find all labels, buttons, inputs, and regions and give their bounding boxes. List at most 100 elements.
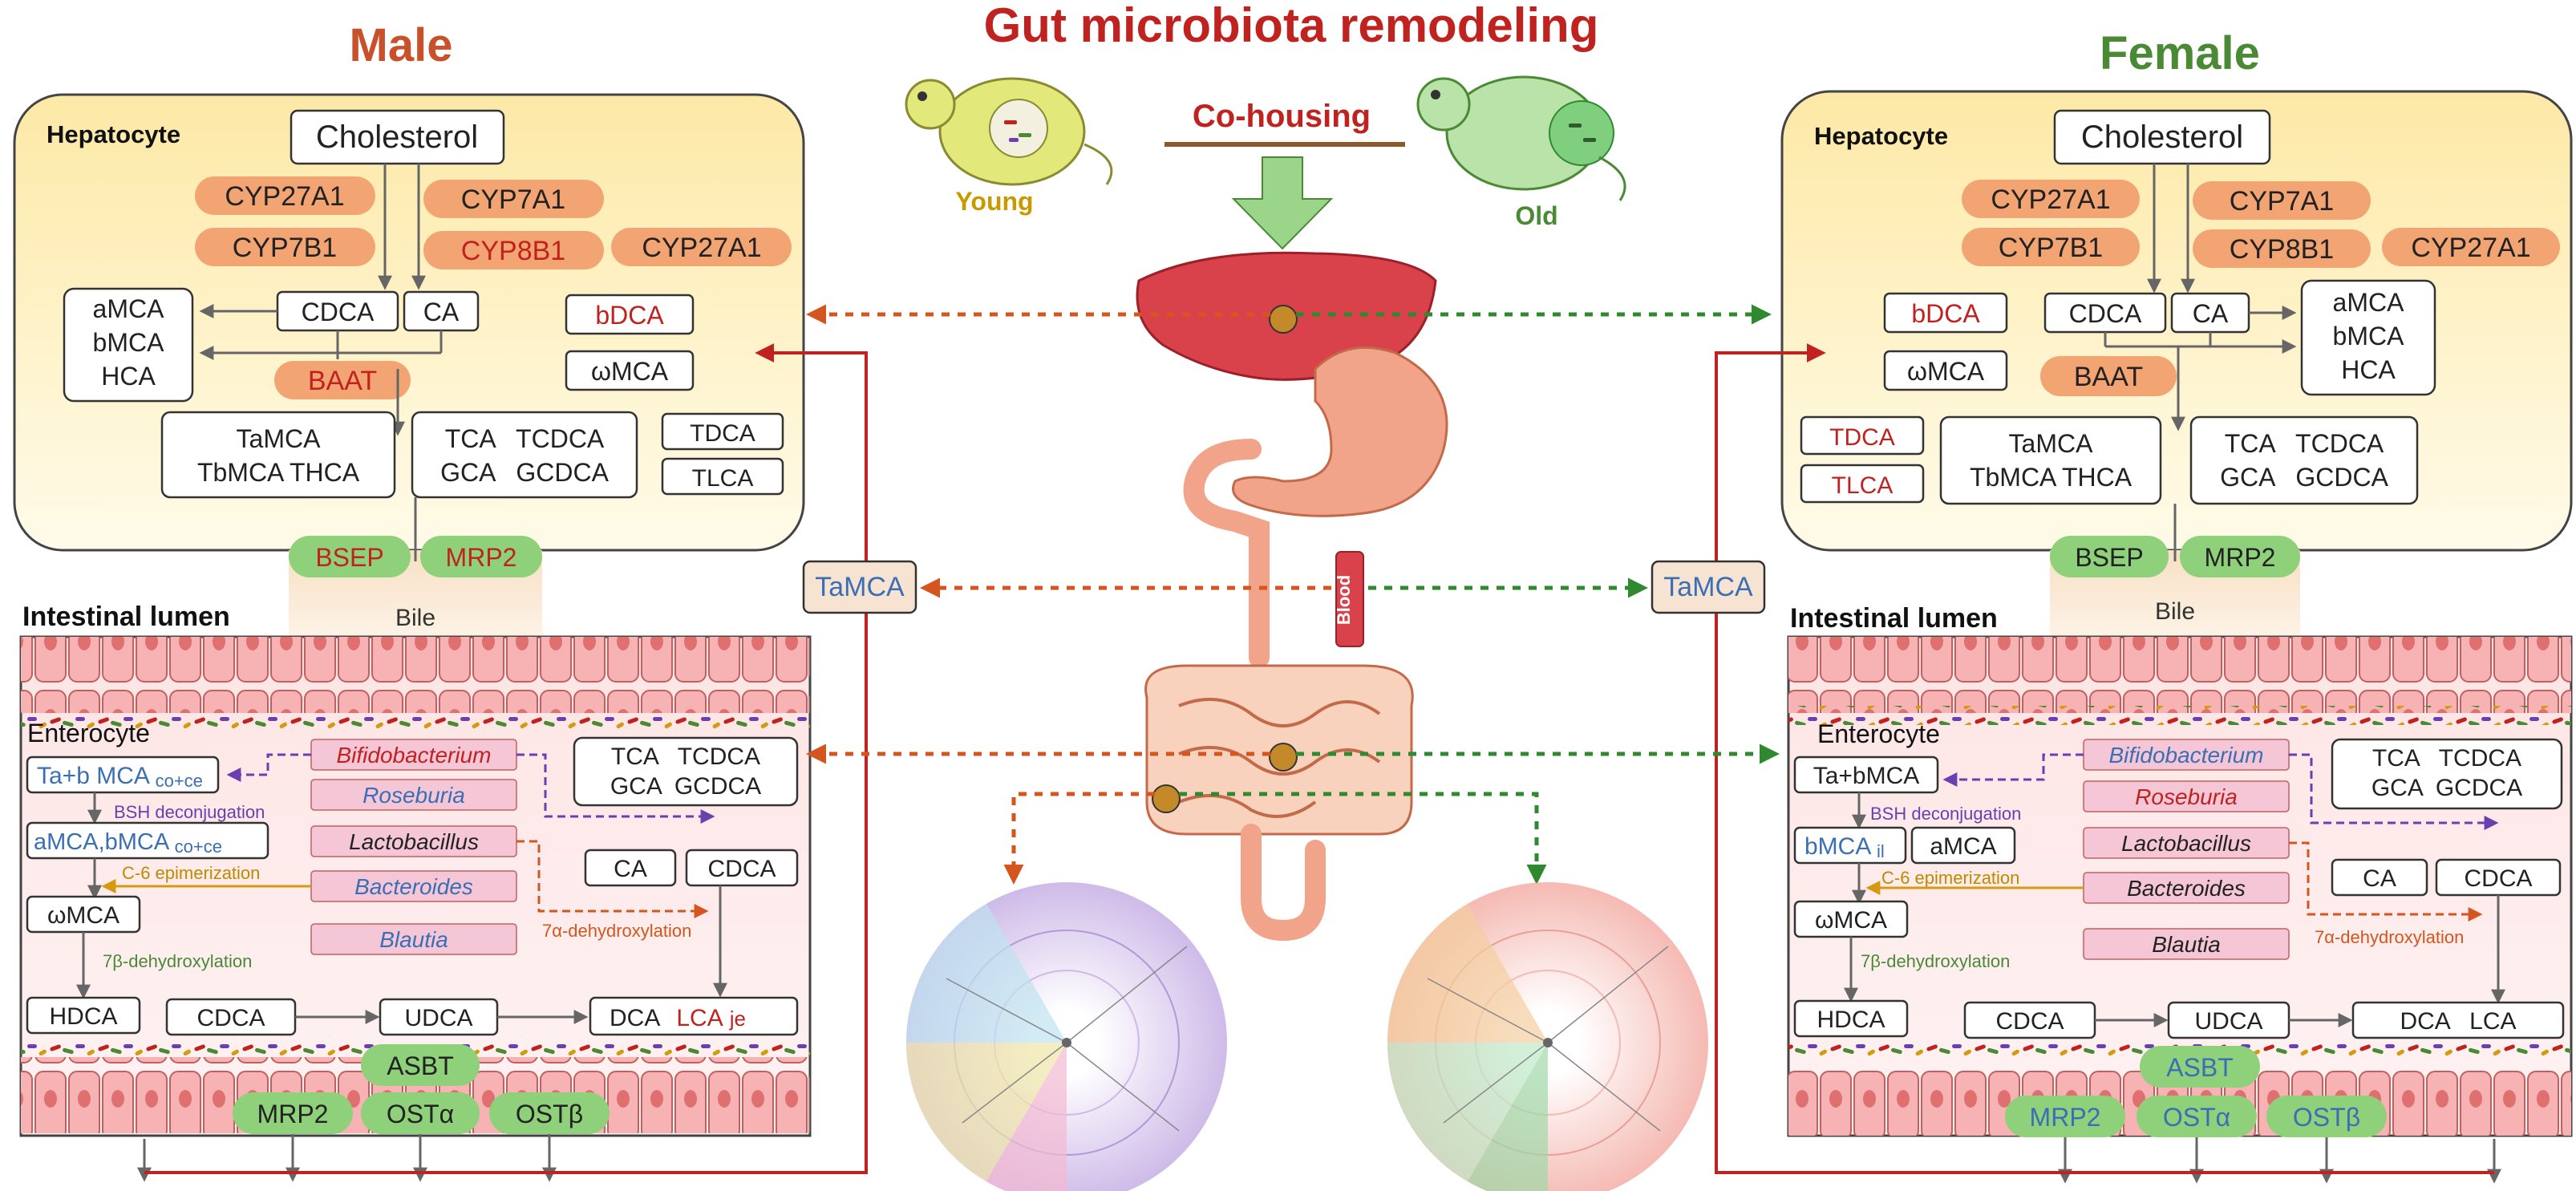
liver-dot — [1269, 305, 1298, 334]
male-bdca-box — [565, 294, 695, 335]
female-c6-label: C-6 epimerization — [1881, 868, 2019, 888]
male-microbes-top — [21, 712, 810, 731]
male-cladogram — [906, 882, 1227, 1191]
female-osta: OSTα — [2163, 1103, 2230, 1132]
male-conj-tca-box — [411, 411, 638, 499]
male-ca2-box — [584, 849, 677, 887]
male-bsep: BSEP — [315, 543, 383, 572]
female-tca-line2: GCA GCDCA — [2371, 775, 2522, 801]
female-cholesterol-box — [2053, 109, 2271, 165]
female-mca-group-box — [2300, 279, 2436, 396]
male-asbt-pill — [361, 1044, 480, 1086]
blood-tube — [1335, 551, 1364, 647]
female-title: Female — [2100, 27, 2260, 79]
male-enzyme-pill — [195, 228, 375, 266]
male-bacteria-pill — [310, 923, 517, 955]
male-dca-lca-box — [589, 996, 799, 1036]
center-panel: Young Old Co-housing Blood — [802, 75, 1780, 1191]
male-enzyme-cyp7b1: CYP7B1 — [233, 233, 337, 263]
main-title: Gut microbiota remodeling — [984, 0, 1599, 52]
female-wmca2: ωMCA — [1815, 907, 1887, 934]
male-conj-tca: TCA TCDCA — [445, 424, 605, 453]
male-amca-bmca-box — [26, 821, 269, 860]
male-enzyme-cyp27a1-b: CYP27A1 — [642, 233, 761, 263]
female-enzyme-cyp8b1: CYP8B1 — [2230, 234, 2334, 265]
female-intestinal-lumen-label: Intestinal lumen — [1790, 603, 1998, 634]
male-hdca-box — [26, 996, 141, 1035]
male-intestinal-lumen-label: Intestinal lumen — [22, 602, 230, 632]
male-cdca: CDCA — [302, 298, 375, 326]
female-amca: aMCA — [1930, 833, 1996, 860]
female-bdca-box — [1883, 292, 2008, 334]
female-enzyme-cyp7b1: CYP7B1 — [1999, 233, 2103, 263]
female-osta-pill — [2137, 1096, 2257, 1137]
female-bacteria-bacteroides: Bacteroides — [2127, 876, 2246, 901]
male-tlca: TLCA — [692, 465, 754, 492]
female-baat: BAAT — [2074, 362, 2143, 392]
female-enzyme-pill — [1962, 180, 2140, 218]
male-bacteria-lactobacillus: Lactobacillus — [349, 829, 479, 854]
male-mca-amca: aMCA — [93, 294, 165, 323]
female-bacteria-bifidobacterium: Bifidobacterium — [2109, 743, 2264, 768]
female-ostb: OSTβ — [2293, 1103, 2360, 1132]
male-cdca2-box — [685, 849, 799, 887]
male-bsh-label: BSH deconjugation — [114, 802, 265, 822]
male-panel: Hepatocyte Cholesterol CYP27A1 CYP7A1 CY… — [13, 93, 868, 1182]
female-tabmca: Ta+bMCA — [1813, 763, 1920, 789]
female-cdca2: CDCA — [2464, 865, 2532, 892]
female-enzyme-pill — [2193, 181, 2371, 220]
female-bacteria-pill — [2083, 780, 2290, 812]
female-bsep-pill — [2050, 536, 2169, 577]
female-udca: UDCA — [2194, 1008, 2262, 1035]
male-wmca-box — [565, 350, 695, 391]
female-conj-gca: GCA GCDCA — [2220, 463, 2388, 492]
female-ca: CA — [2193, 299, 2229, 328]
male-bile: Bile — [395, 605, 435, 631]
male-cdca3: CDCA — [196, 1005, 265, 1031]
male-asbt: ASBT — [387, 1051, 454, 1080]
male-wmca: ωMCA — [591, 357, 669, 386]
male-tca-line1: TCA TCDCA — [611, 743, 760, 770]
female-microbes-top — [1788, 706, 2571, 725]
female-cdca: CDCA — [2069, 299, 2142, 328]
old-mouse-icon — [1416, 75, 1626, 201]
male-cdca2: CDCA — [707, 856, 776, 882]
female-bacteria-roseburia: Roseburia — [2135, 784, 2238, 809]
male-enzyme-pill — [423, 180, 604, 218]
female-hdca-box — [1793, 999, 1909, 1038]
male-ca: CA — [423, 298, 460, 326]
female-enzyme-cyp27a1-b: CYP27A1 — [2411, 233, 2530, 263]
male-mca-hca: HCA — [101, 362, 156, 391]
male-ca2: CA — [614, 856, 647, 882]
male-mrp2: MRP2 — [446, 543, 517, 572]
female-enzyme-cyp7a1: CYP7A1 — [2230, 186, 2334, 217]
male-7a-label: 7α-dehydroxylation — [542, 921, 691, 941]
female-enterocyte-label: Enterocyte — [1817, 719, 1940, 748]
intestine-dot-upper — [1269, 743, 1298, 772]
female-tlca: TLCA — [1832, 472, 1894, 499]
female-enzyme-cyp27a1-a: CYP27A1 — [1991, 184, 2110, 215]
female-mca-amca: aMCA — [2333, 288, 2405, 317]
female-hepatocyte-label: Hepatocyte — [1814, 122, 1948, 150]
male-cholesterol-box — [290, 109, 505, 165]
female-bsep: BSEP — [2075, 543, 2143, 572]
male-bacteria-bacteroides: Bacteroides — [354, 874, 473, 899]
male-udca: UDCA — [404, 1005, 472, 1031]
female-7b-label: 7β-dehydroxylation — [1861, 951, 2010, 971]
male-tca-line2: GCA GCDCA — [610, 773, 761, 800]
male-enterocyte-label: Enterocyte — [27, 719, 150, 747]
female-asbt: ASBT — [2166, 1053, 2234, 1082]
female-bile: Bile — [2155, 598, 2195, 625]
female-mrp2-pill — [2180, 536, 2300, 577]
female-conj-mca-box — [1939, 415, 2162, 505]
male-baat-pill — [274, 361, 411, 399]
male-mca-group-box — [63, 287, 194, 403]
female-ostb-pill — [2266, 1096, 2387, 1137]
tamca-left: TaMCA — [815, 572, 905, 602]
female-bdca: bDCA — [1911, 299, 1980, 328]
tamca-box-right — [1651, 560, 1766, 614]
female-amca-box — [1910, 826, 2016, 865]
male-hepatocyte-label: Hepatocyte — [47, 120, 180, 148]
male-osta-pill — [361, 1092, 480, 1134]
